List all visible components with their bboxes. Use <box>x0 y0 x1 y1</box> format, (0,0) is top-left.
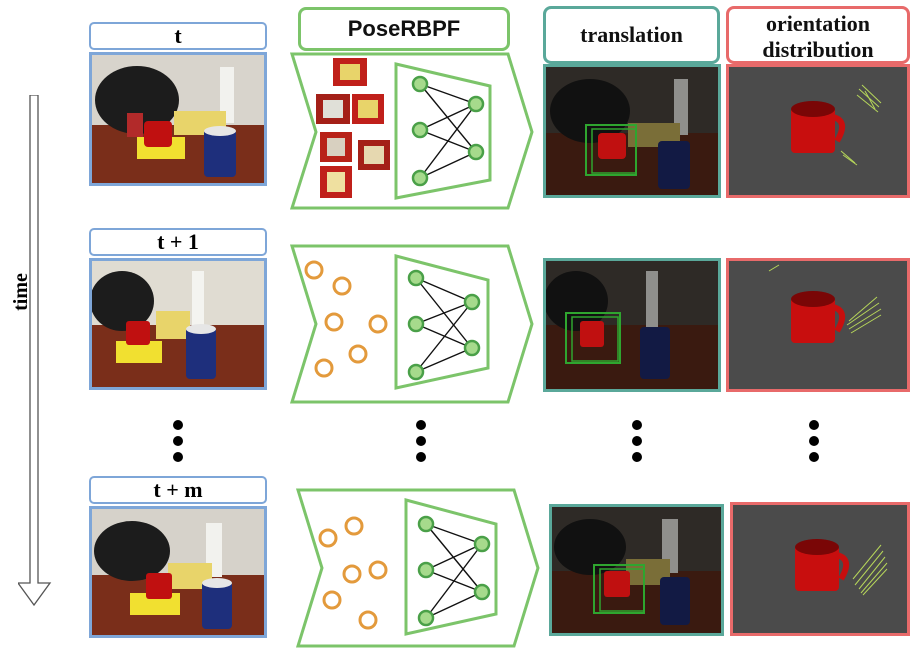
poserbpf-title: PoseRBPF <box>347 16 461 41</box>
particles <box>318 516 388 630</box>
roi-crops <box>316 58 390 198</box>
poserbpf-header: PoseRBPF <box>298 7 510 51</box>
poserbpf-block <box>290 244 535 406</box>
translation-result <box>543 64 721 198</box>
time-label: time <box>10 273 32 311</box>
orientation-title-line2: distribution <box>762 37 874 62</box>
ellipsis-filter <box>416 420 426 468</box>
ellipsis-orientation <box>809 420 819 468</box>
time-step-label: t + 1 <box>89 228 267 256</box>
time-step-label: t <box>89 22 267 50</box>
time-arrow <box>18 95 52 607</box>
input-frame <box>89 258 267 390</box>
translation-header: translation <box>543 6 720 64</box>
orientation-header: orientation distribution <box>726 6 910 64</box>
time-step-label: t + m <box>89 476 267 504</box>
ellipsis-frames <box>173 420 183 468</box>
orientation-result <box>730 502 910 636</box>
input-frame <box>89 52 267 186</box>
orientation-title-line1: orientation <box>766 11 870 36</box>
translation-title: translation <box>580 22 683 47</box>
poserbpf-block <box>296 488 541 650</box>
translation-result <box>549 504 724 636</box>
orientation-result <box>726 64 910 198</box>
ellipsis-translation <box>632 420 642 468</box>
particles <box>304 260 388 378</box>
poserbpf-block <box>290 52 535 212</box>
orientation-result <box>726 258 910 392</box>
input-frame <box>89 506 267 638</box>
time-axis <box>18 95 52 610</box>
translation-result <box>543 258 721 392</box>
